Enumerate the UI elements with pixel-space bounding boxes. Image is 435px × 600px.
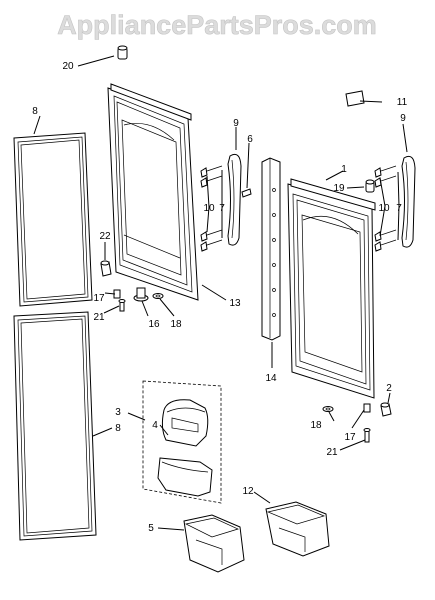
bushing-17-right xyxy=(363,403,371,413)
callout-18-right: 18 xyxy=(310,420,322,431)
callout-9-right: 9 xyxy=(400,113,406,124)
callout-4: 4 xyxy=(152,420,158,431)
callout-20: 20 xyxy=(62,61,74,72)
callout-17: 17 xyxy=(93,293,105,304)
callout-11: 11 xyxy=(397,97,408,108)
door-bin-12 xyxy=(265,501,330,557)
bushing-19 xyxy=(365,179,375,193)
callout-17-right: 17 xyxy=(344,432,356,443)
lower-door-gasket xyxy=(13,311,97,541)
washer-18-left xyxy=(152,293,164,299)
callout-8: 8 xyxy=(32,106,38,117)
left-handle-screws xyxy=(200,165,223,252)
cap-22 xyxy=(100,260,112,277)
watermark: AppliancePartsPros.com xyxy=(57,10,377,40)
callout-numbers: 20 8 9 6 10 7 11 9 1 19 10 7 22 17 21 16… xyxy=(32,61,407,534)
callout-8-lower: 8 xyxy=(115,423,121,434)
callout-22: 22 xyxy=(99,231,111,242)
callout-21: 21 xyxy=(93,312,105,323)
cap-2 xyxy=(380,402,392,417)
screw-21-right xyxy=(363,428,371,443)
callout-21-right: 21 xyxy=(326,447,338,458)
callout-7-right: 7 xyxy=(396,203,402,214)
callout-5: 5 xyxy=(148,523,154,534)
callout-1: 1 xyxy=(341,164,347,175)
callout-16: 16 xyxy=(148,319,160,330)
callout-9: 9 xyxy=(233,118,239,129)
callout-14: 14 xyxy=(265,373,277,384)
callout-7: 7 xyxy=(219,203,225,214)
hinge-pin-16 xyxy=(133,287,149,302)
screw-6 xyxy=(241,188,252,198)
washer-18-right xyxy=(322,406,334,412)
door-bin-5 xyxy=(183,514,245,573)
callout-3: 3 xyxy=(115,407,121,418)
callout-19: 19 xyxy=(333,183,345,194)
callout-2: 2 xyxy=(386,383,392,394)
left-handle xyxy=(227,153,242,246)
dispenser-group xyxy=(142,380,222,504)
callout-10: 10 xyxy=(203,203,215,214)
plug-20 xyxy=(117,45,128,60)
callout-10-right: 10 xyxy=(378,203,390,214)
leader-lines xyxy=(33,55,408,531)
hinge-strip xyxy=(261,157,281,341)
screw-21-left xyxy=(118,299,126,312)
callout-18: 18 xyxy=(170,319,182,330)
label-11 xyxy=(345,90,365,107)
upper-door-gasket xyxy=(13,132,93,307)
right-handle xyxy=(401,155,416,248)
callout-6: 6 xyxy=(247,134,253,145)
left-door xyxy=(107,83,199,301)
callout-13: 13 xyxy=(229,298,241,309)
right-door xyxy=(287,178,376,399)
callout-12: 12 xyxy=(242,486,254,497)
